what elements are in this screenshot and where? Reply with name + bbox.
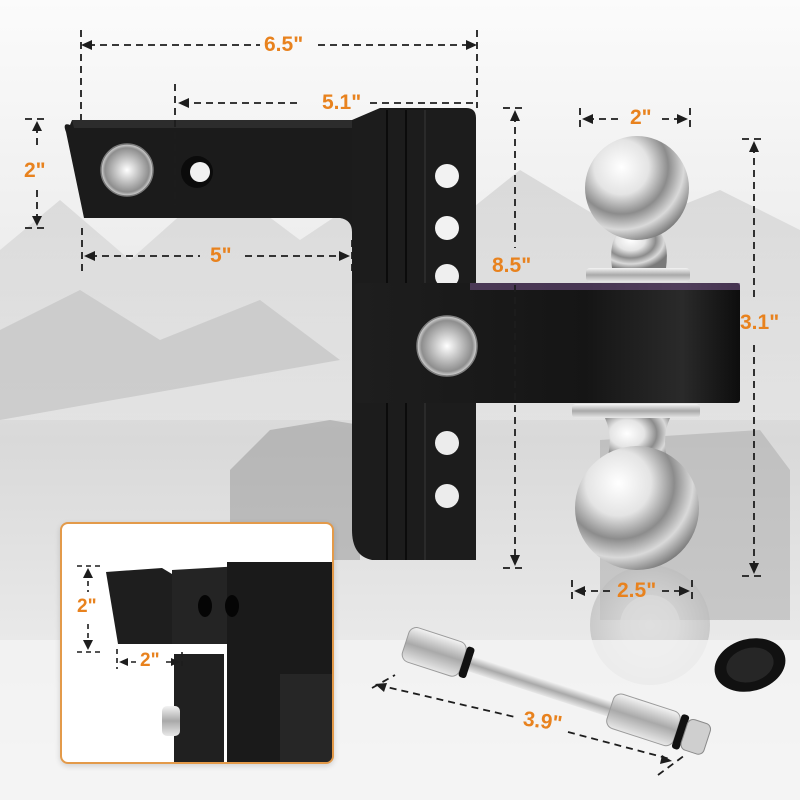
shank-knob bbox=[100, 143, 154, 197]
dim-small-ball-diameter: 2" bbox=[630, 106, 652, 129]
shank-detail-illustration bbox=[77, 562, 332, 762]
shank-detail-inset: 2" 2" bbox=[60, 522, 334, 764]
dim-shank-height: 2" bbox=[24, 159, 46, 182]
locking-pin bbox=[401, 627, 712, 755]
inset-dim-shank-width: 2" bbox=[140, 650, 160, 671]
dim-pin-hole-to-rise: 5.1" bbox=[322, 91, 362, 114]
dim-ball-mount-height: 3.1" bbox=[740, 311, 780, 334]
dim-large-ball-diameter: 2.5" bbox=[617, 579, 657, 602]
dim-shank-total-length: 6.5" bbox=[264, 33, 304, 56]
sleeve-knob bbox=[416, 315, 478, 377]
lock-cap bbox=[714, 638, 786, 692]
ball-2.5-inch bbox=[572, 404, 700, 570]
dim-rise-plate-height: 8.5" bbox=[492, 254, 532, 277]
ball-2-inch bbox=[585, 136, 690, 282]
inset-dim-shank-height: 2" bbox=[77, 596, 97, 617]
ball-mount-sleeve bbox=[355, 283, 740, 403]
dim-shank-length: 5" bbox=[210, 244, 232, 267]
dimension-arrows bbox=[32, 40, 759, 764]
